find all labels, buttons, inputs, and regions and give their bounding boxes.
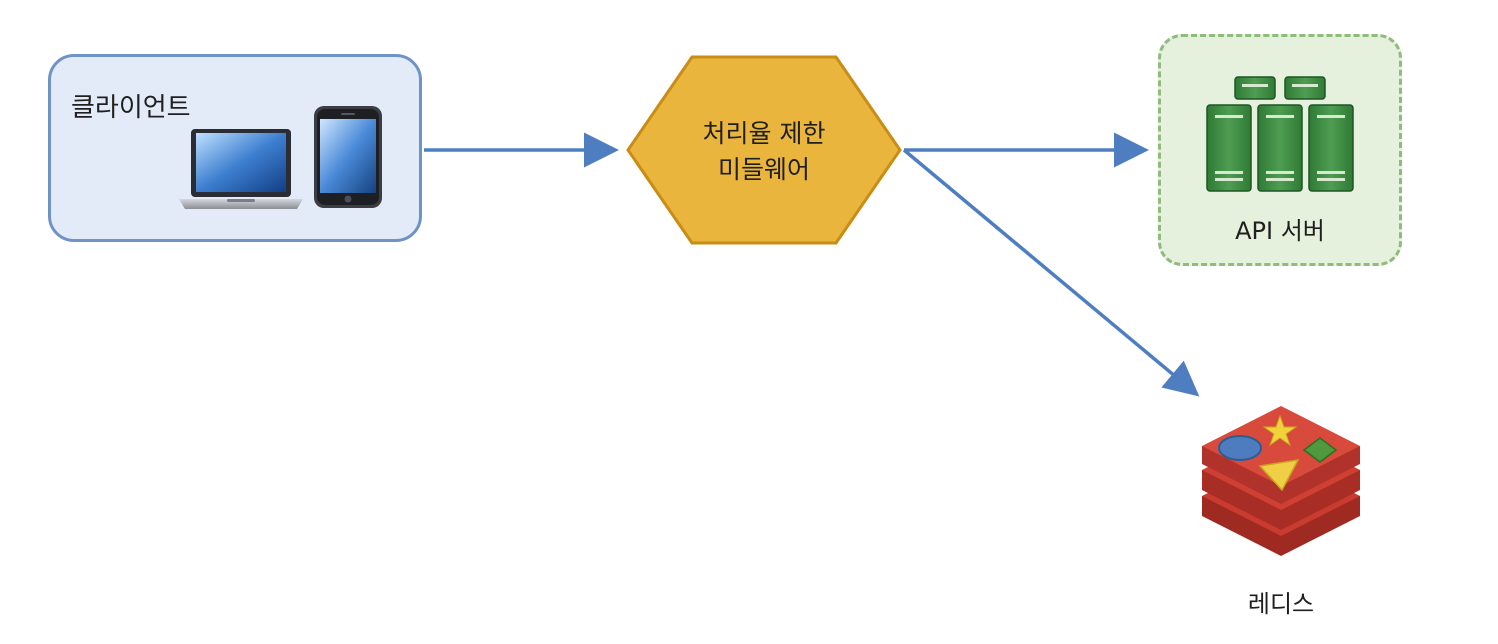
middleware-label-line2: 미들웨어 [717, 155, 810, 184]
server-rack-icon [1206, 76, 1354, 192]
api-server-node: API 서버 [1158, 34, 1402, 266]
hexagon-shape [626, 55, 902, 245]
redis-label: 레디스 [1247, 590, 1315, 618]
api-server-label: API 서버 [1235, 217, 1325, 245]
middleware-label-line1: 처리율 제한 [702, 119, 826, 148]
rate-limiter-middleware-node: 처리율 제한 미들웨어 [624, 54, 904, 246]
redis-logo-icon [1202, 406, 1360, 556]
arrow-middleware-to-redis [902, 148, 1200, 397]
client-label: 클라이언트 [71, 93, 191, 123]
middleware-label: 처리율 제한 미들웨어 [624, 116, 904, 188]
client-node: 클라이언트 [48, 54, 422, 242]
smartphone-icon [314, 106, 382, 208]
laptop-icon [179, 129, 303, 209]
